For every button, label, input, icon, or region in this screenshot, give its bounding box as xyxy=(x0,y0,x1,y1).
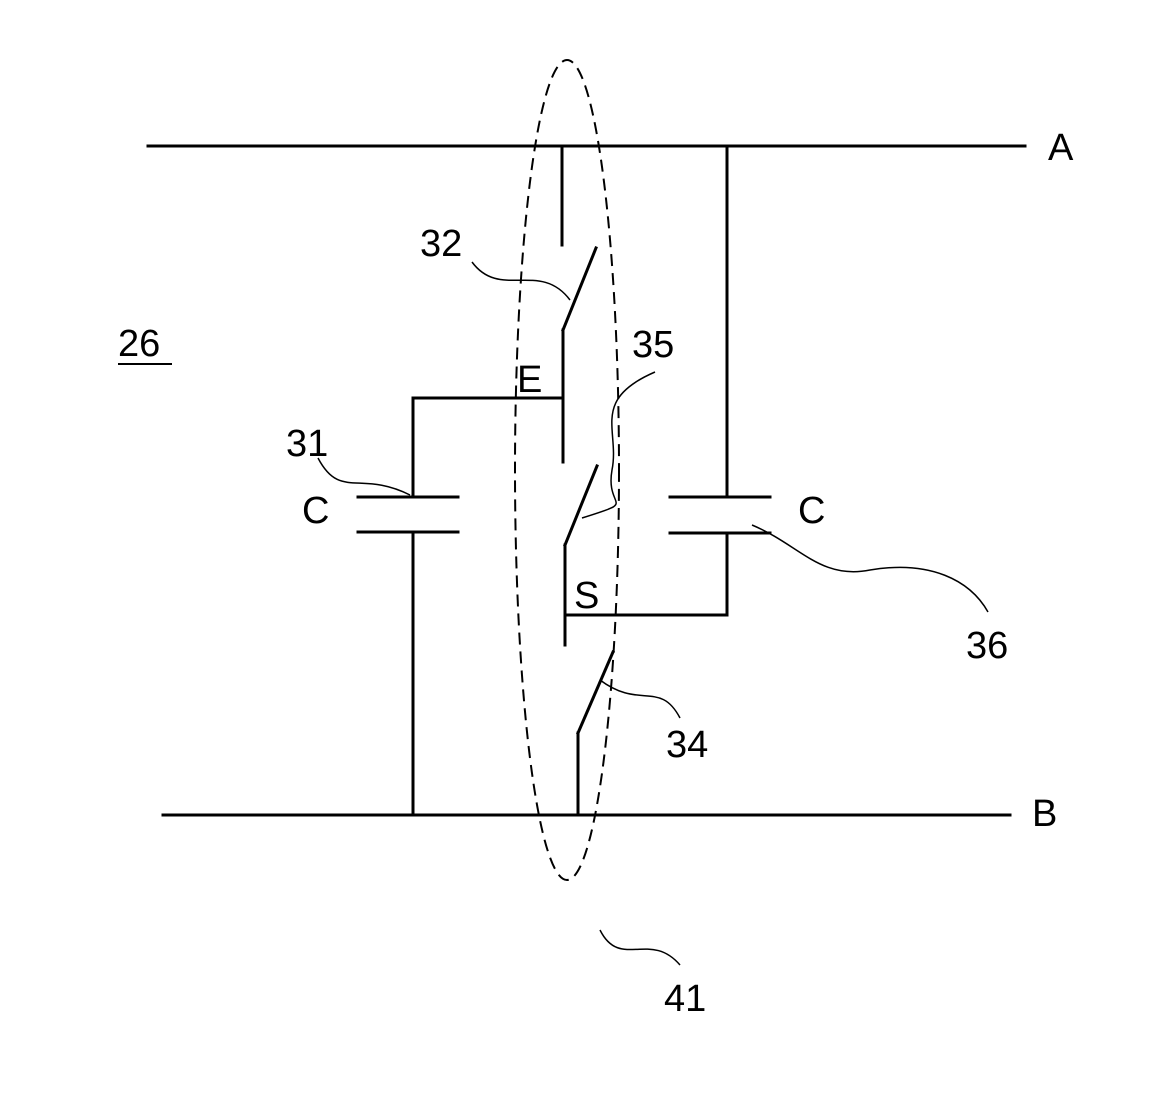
label-e: E xyxy=(517,359,542,401)
label-left-c: C xyxy=(302,490,329,532)
label-a: A xyxy=(1048,127,1074,169)
label-35: 35 xyxy=(632,324,674,366)
label-41: 41 xyxy=(664,978,706,1020)
label-34: 34 xyxy=(666,724,708,766)
label-31: 31 xyxy=(286,423,328,465)
label-b: B xyxy=(1032,793,1057,835)
leader-41 xyxy=(599,929,681,966)
left-capacitor-31 xyxy=(356,396,565,817)
leader-34 xyxy=(599,679,681,719)
leader-32 xyxy=(471,261,571,301)
leader-36 xyxy=(751,524,989,613)
switch-32 xyxy=(560,144,598,464)
leader-31 xyxy=(317,457,411,496)
label-s: S xyxy=(574,575,599,617)
right-capacitor-36 xyxy=(563,144,772,617)
switch-35 xyxy=(563,464,599,647)
label-right-c: C xyxy=(798,490,825,532)
label-reference-26: 26 xyxy=(118,323,160,365)
label-36: 36 xyxy=(966,625,1008,667)
label-32: 32 xyxy=(420,223,462,265)
switch-group-ellipse-41 xyxy=(514,59,620,881)
switch-34 xyxy=(576,650,615,817)
leader-35 xyxy=(581,371,656,519)
